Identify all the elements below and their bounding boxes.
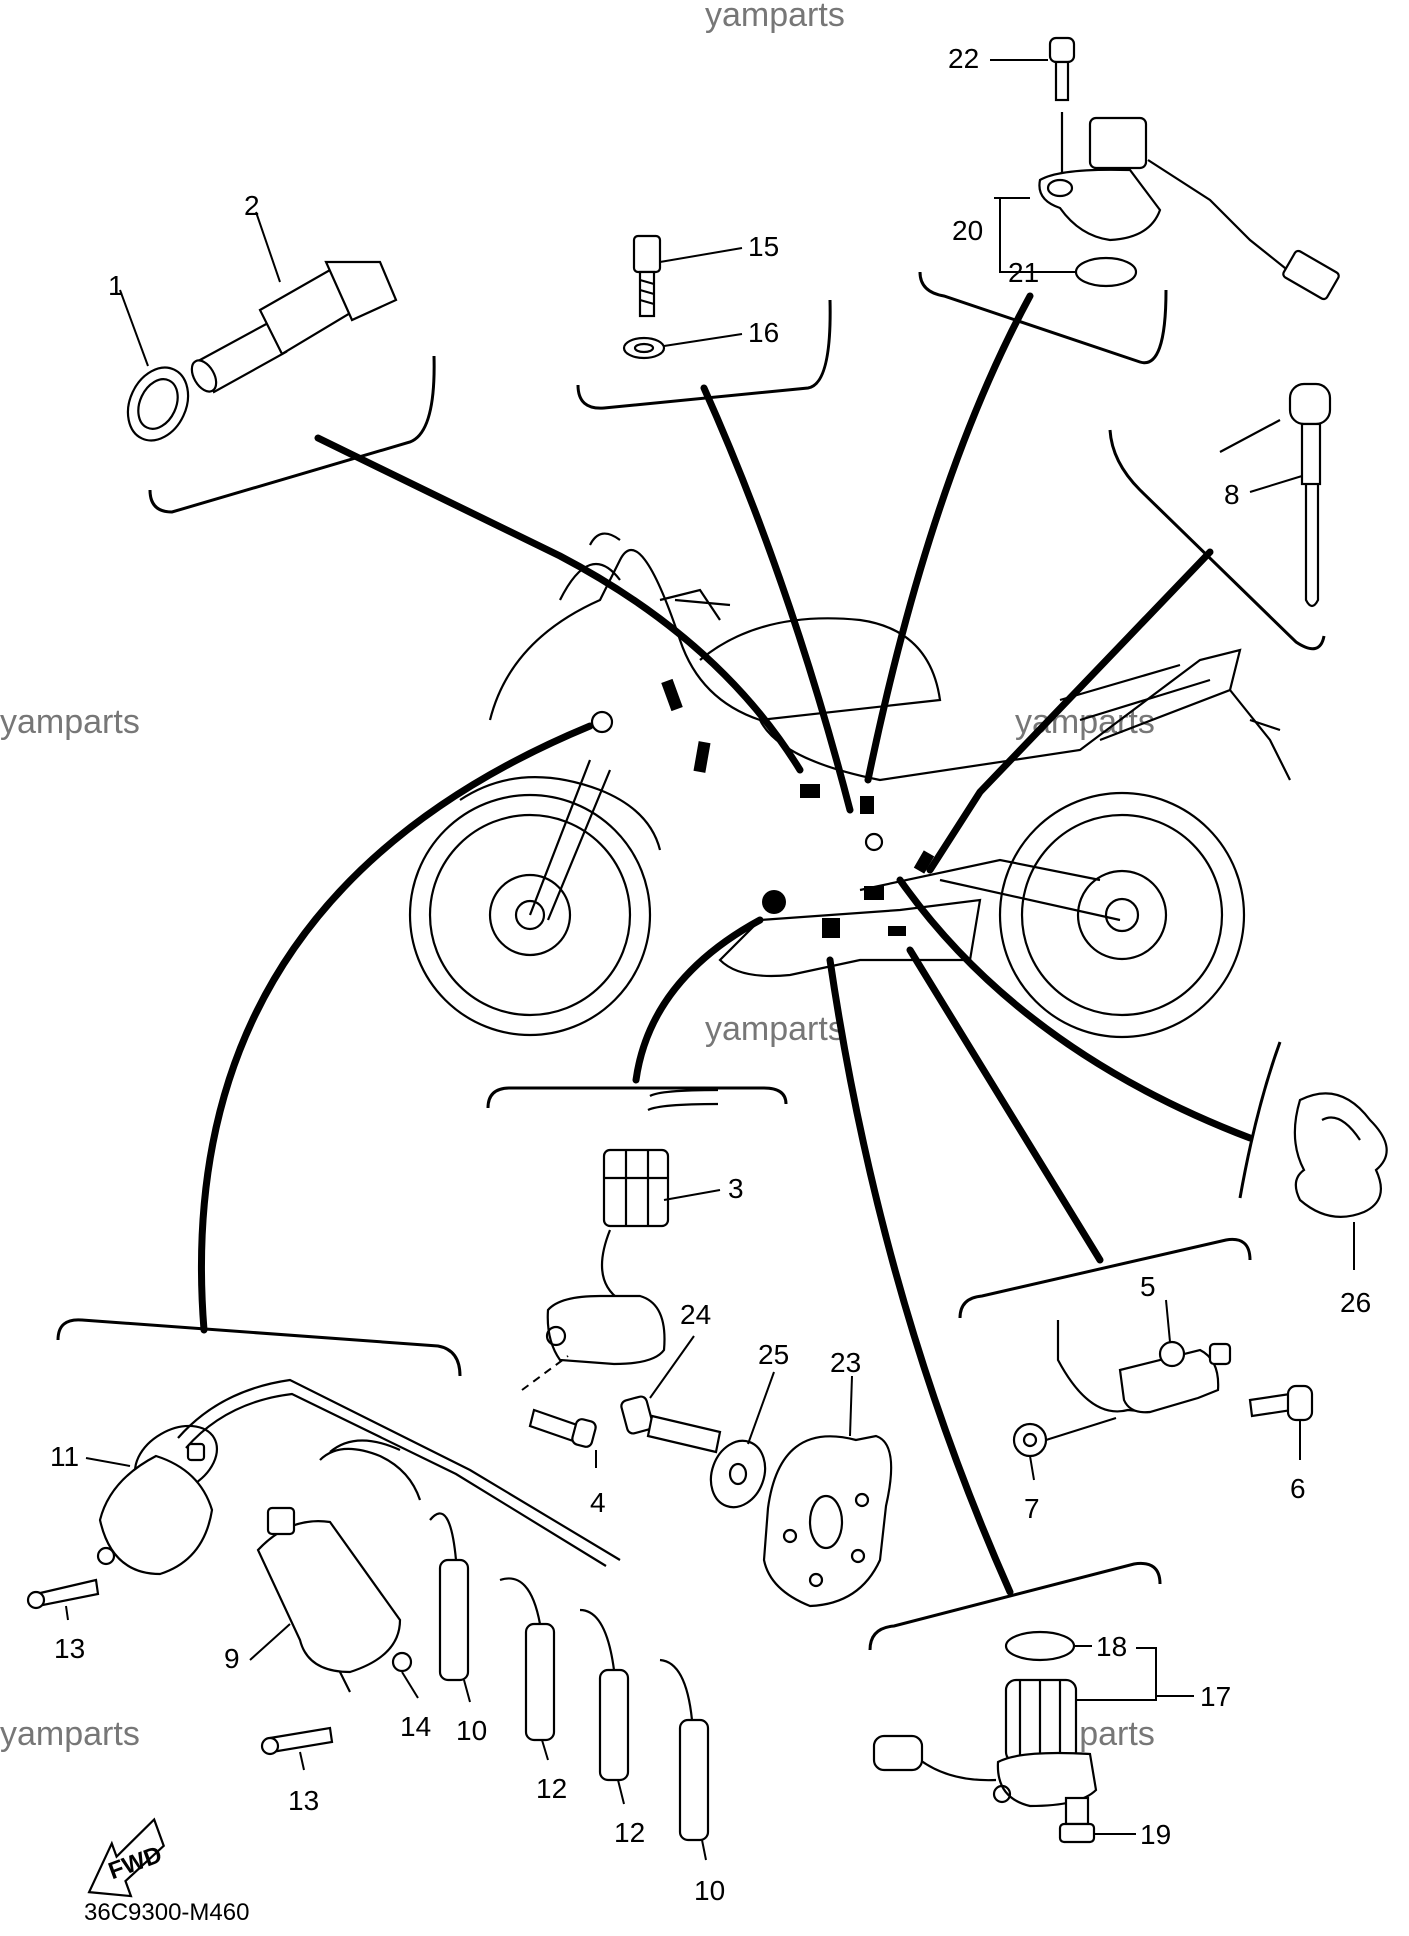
coil-bolt-part — [26, 1578, 100, 1610]
watermark-center: yamparts — [705, 1010, 845, 1048]
part-number-11: 11 — [50, 1441, 79, 1472]
part-number-6: 6 — [1290, 1473, 1306, 1504]
relay-bolt-part — [1248, 1384, 1314, 1422]
washer-part — [622, 336, 666, 360]
leader-line-pickup — [632, 916, 764, 1084]
callout-bracket-pickup — [486, 1086, 788, 1109]
relay-part — [1056, 1320, 1232, 1414]
callout-bracket-side-stand — [1108, 429, 1326, 651]
watermark-left: yamparts — [0, 703, 140, 741]
part-number-23: 23 — [830, 1347, 861, 1378]
part-number-4: 4 — [590, 1487, 606, 1518]
part-number-22: 22 — [948, 43, 979, 74]
part-number-3: 3 — [728, 1173, 744, 1204]
leader-line-sidestand — [926, 548, 1214, 874]
plate-washer-part — [709, 1439, 767, 1509]
part-number-14: 14 — [400, 1711, 431, 1742]
o-ring-2-part — [1004, 1630, 1076, 1662]
motorcycle-illustration — [408, 532, 1291, 1039]
plug-cap-3 — [579, 1608, 630, 1782]
part-number-26: 26 — [1340, 1287, 1371, 1318]
leader-line-ignition — [197, 722, 594, 1334]
callout-bracket-speed-sensor — [918, 271, 1168, 365]
callout-bracket-gear-sensor — [868, 1561, 1162, 1651]
plug-cap-1 — [429, 1512, 470, 1682]
part-number-21: 21 — [1008, 257, 1039, 288]
ignition-coil-part — [96, 1378, 621, 1576]
watermark-top: yamparts — [705, 0, 845, 34]
clip-part — [1293, 1092, 1388, 1218]
part-number-2: 2 — [244, 190, 260, 221]
callout-bracket-clip — [1238, 1041, 1282, 1199]
collar-part — [1012, 1422, 1048, 1458]
part-number-24: 24 — [680, 1299, 711, 1330]
pickup-coil-part — [545, 1088, 719, 1366]
leader-line-plug — [700, 384, 854, 814]
gear-sensor-part — [872, 1678, 1098, 1808]
part-number-19: 19 — [1140, 1819, 1171, 1850]
plug-cap-4 — [659, 1658, 710, 1842]
part-number-7: 7 — [1024, 1493, 1040, 1524]
screw-part — [528, 1408, 597, 1448]
part-number-13b: 13 — [288, 1785, 319, 1816]
speed-sensor-part — [1038, 116, 1340, 301]
diagram-code: 36C9300-M460 — [84, 1899, 249, 1926]
thermo-sensor-part — [190, 260, 398, 394]
coil-bolt-2-part — [260, 1726, 334, 1756]
part-number-10b: 10 — [694, 1875, 725, 1906]
bolt-part — [1048, 36, 1076, 102]
watermark-bottom-left: yamparts — [0, 1715, 140, 1753]
leader-line-temp — [314, 434, 804, 774]
callout-bracket-relay — [958, 1237, 1252, 1319]
part-number-25: 25 — [758, 1339, 789, 1370]
flange-bolt-part — [620, 1395, 722, 1454]
part-number-20: 20 — [952, 215, 983, 246]
part-number-12b: 12 — [614, 1817, 645, 1848]
part-number-16: 16 — [748, 317, 779, 348]
side-stand-switch-part — [1219, 382, 1332, 608]
part-number-17: 17 — [1200, 1681, 1231, 1712]
part-number-10a: 10 — [456, 1715, 487, 1746]
leader-line-speed — [864, 292, 1034, 784]
o-ring-part — [1074, 256, 1138, 288]
part-number-12a: 12 — [536, 1773, 567, 1804]
part-number-13a: 13 — [54, 1633, 85, 1664]
pickup-rotor-part — [762, 1434, 893, 1608]
leader-line-clip — [896, 876, 1254, 1142]
part-number-8: 8 — [1224, 479, 1240, 510]
callout-bracket-ignition — [56, 1318, 462, 1377]
callout-bracket-temp-sensor — [148, 355, 436, 514]
leader-line-relay — [906, 946, 1104, 1264]
leader-line-gear — [826, 956, 1014, 1596]
sensor-bolt-part — [1058, 1796, 1096, 1844]
part-number-9: 9 — [224, 1643, 240, 1674]
part-number-15: 15 — [748, 231, 779, 262]
part-number-1: 1 — [108, 270, 124, 301]
part-number-5: 5 — [1140, 1271, 1156, 1302]
ignition-coil-2-part — [256, 1439, 422, 1693]
fwd-arrow-icon: FWD — [87, 1817, 166, 1898]
gasket-part — [126, 366, 190, 442]
plug-part — [632, 234, 662, 318]
part-number-18: 18 — [1096, 1631, 1127, 1662]
plug-cap-2 — [499, 1577, 556, 1742]
nut-part — [391, 1651, 413, 1673]
callout-bracket-plug — [576, 299, 832, 410]
